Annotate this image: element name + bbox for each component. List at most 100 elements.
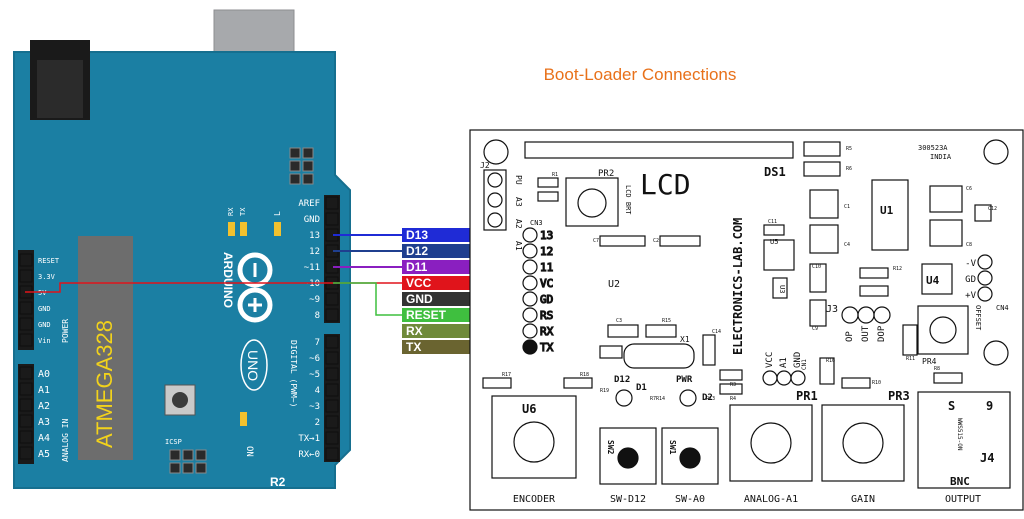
component-label-3: C3: [616, 318, 622, 324]
cn4-pin-label-2: +V: [965, 291, 976, 301]
analog-pin-label-2: A2: [38, 401, 50, 412]
cn3-label: CN3: [530, 219, 543, 227]
header-pin: [19, 382, 33, 396]
pr2-label: PR2: [598, 169, 614, 179]
power-pin-header: [18, 250, 34, 350]
pcb-header-pin: [522, 275, 538, 291]
pr3-pot: [821, 404, 905, 482]
arduino-brand: ARDUINO: [221, 252, 235, 308]
component-label-2: C2: [653, 238, 659, 244]
side-label-2: A2: [514, 219, 523, 229]
header-pin: [19, 366, 33, 380]
analog-pin-label-1: A1: [38, 385, 50, 396]
pr2-trimmer: [565, 177, 619, 227]
header-pin: [19, 430, 33, 444]
analog-pin-label-0: A0: [38, 369, 50, 380]
sw2-label: SW2: [606, 440, 615, 455]
j3-pin-label-1: OUT: [861, 325, 871, 342]
header-pin: [325, 292, 339, 306]
header-body: [324, 334, 340, 462]
offset-label: OFFSET: [974, 305, 982, 331]
header-pin: [325, 196, 339, 210]
icsp-pin: [195, 462, 207, 474]
component-label-4: R15: [662, 318, 671, 324]
u1-label: U1: [880, 204, 894, 217]
tx-led-label: TX: [239, 207, 247, 216]
led-on: [240, 412, 247, 426]
icsp-pin: [289, 160, 301, 172]
component-label-7: C10: [812, 264, 821, 270]
header-pin: [325, 351, 339, 365]
cn4-pin-label-1: GD: [965, 275, 976, 285]
component-label-23: R13: [706, 396, 715, 402]
icsp-bottom-header: [169, 449, 207, 474]
component-label-17: R6: [846, 166, 852, 172]
analog-pin-label-5: A5: [38, 449, 50, 460]
brand-vertical: ELECTRONICS-LAB.COM: [731, 218, 745, 355]
analog-pin-label-3: A3: [38, 417, 50, 428]
pcb-header-pin: [522, 339, 538, 355]
digital-pin-label-7: RX←0: [298, 450, 320, 460]
component-label-1: C7: [593, 238, 599, 244]
j3-label: J3: [826, 304, 838, 315]
component-label-18: R17: [502, 372, 511, 378]
u4-chip: [921, 263, 953, 295]
pin-label-7: 8: [315, 311, 320, 321]
pin-label-1: GND: [304, 215, 320, 225]
icsp-pin: [169, 462, 181, 474]
header-pin: [19, 301, 33, 315]
d12-label: D12: [614, 375, 630, 385]
wire-label: RX: [406, 324, 423, 338]
on-label: ON: [244, 446, 254, 457]
u4-label: U4: [926, 274, 940, 287]
u3-label: U3: [778, 285, 786, 293]
nine-label: 9: [986, 399, 993, 413]
pcb-header-pin: [522, 323, 538, 339]
pr3-label: PR3: [888, 389, 910, 403]
pcb-pin-label-7: TX: [540, 341, 554, 354]
sw-side-text: WWS515-ON: [956, 418, 963, 451]
lcd-label: LCD: [640, 168, 691, 201]
header-pin: [19, 446, 33, 460]
pcb-pin-label-0: 13: [540, 229, 553, 242]
pcb-pin-label-4: GD: [540, 293, 553, 306]
header-pin: [19, 269, 33, 283]
header-pin: [325, 415, 339, 429]
cn1-pin-label-1: A1: [779, 357, 789, 368]
power-section-label: POWER: [61, 319, 70, 343]
pcb-outline: [469, 129, 1024, 511]
atmega-chip: [78, 236, 133, 460]
icsp-pin: [302, 160, 314, 172]
pin-label-5: ~10: [304, 279, 320, 289]
header-pin: [325, 308, 339, 322]
icsp-pin: [169, 449, 181, 461]
digital-pin-label-4: ~3: [309, 402, 320, 412]
icsp-pin: [289, 173, 301, 185]
wire-label: GND: [406, 292, 433, 306]
pr1-label: PR1: [796, 389, 818, 403]
j3-pin-label-0: OP: [845, 331, 855, 342]
u1-chip: [871, 179, 909, 251]
header-pin: [19, 333, 33, 347]
component-label-8: C9: [812, 326, 818, 332]
j2-label: J2: [480, 161, 490, 170]
power-pin-label-2: 5V: [38, 289, 47, 297]
pcb-pin-label-6: RX: [540, 325, 554, 338]
header-pin: [325, 212, 339, 226]
icsp-pin: [302, 147, 314, 159]
cn4-label: CN4: [996, 304, 1009, 312]
bottom-label-0: ENCODER: [513, 494, 556, 505]
component-label-13: C4: [844, 242, 850, 248]
pcb-header-pin: [522, 243, 538, 259]
digital-pin-label-6: TX→1: [298, 434, 320, 444]
component-label-24: R3: [730, 382, 736, 388]
sw-d12: [599, 427, 657, 485]
component-label-10: R11: [906, 356, 915, 362]
component-label-12: C1: [844, 204, 850, 210]
mount-hole: [983, 340, 1009, 366]
pin-label-6: ~9: [309, 295, 320, 305]
header-pin: [325, 367, 339, 381]
